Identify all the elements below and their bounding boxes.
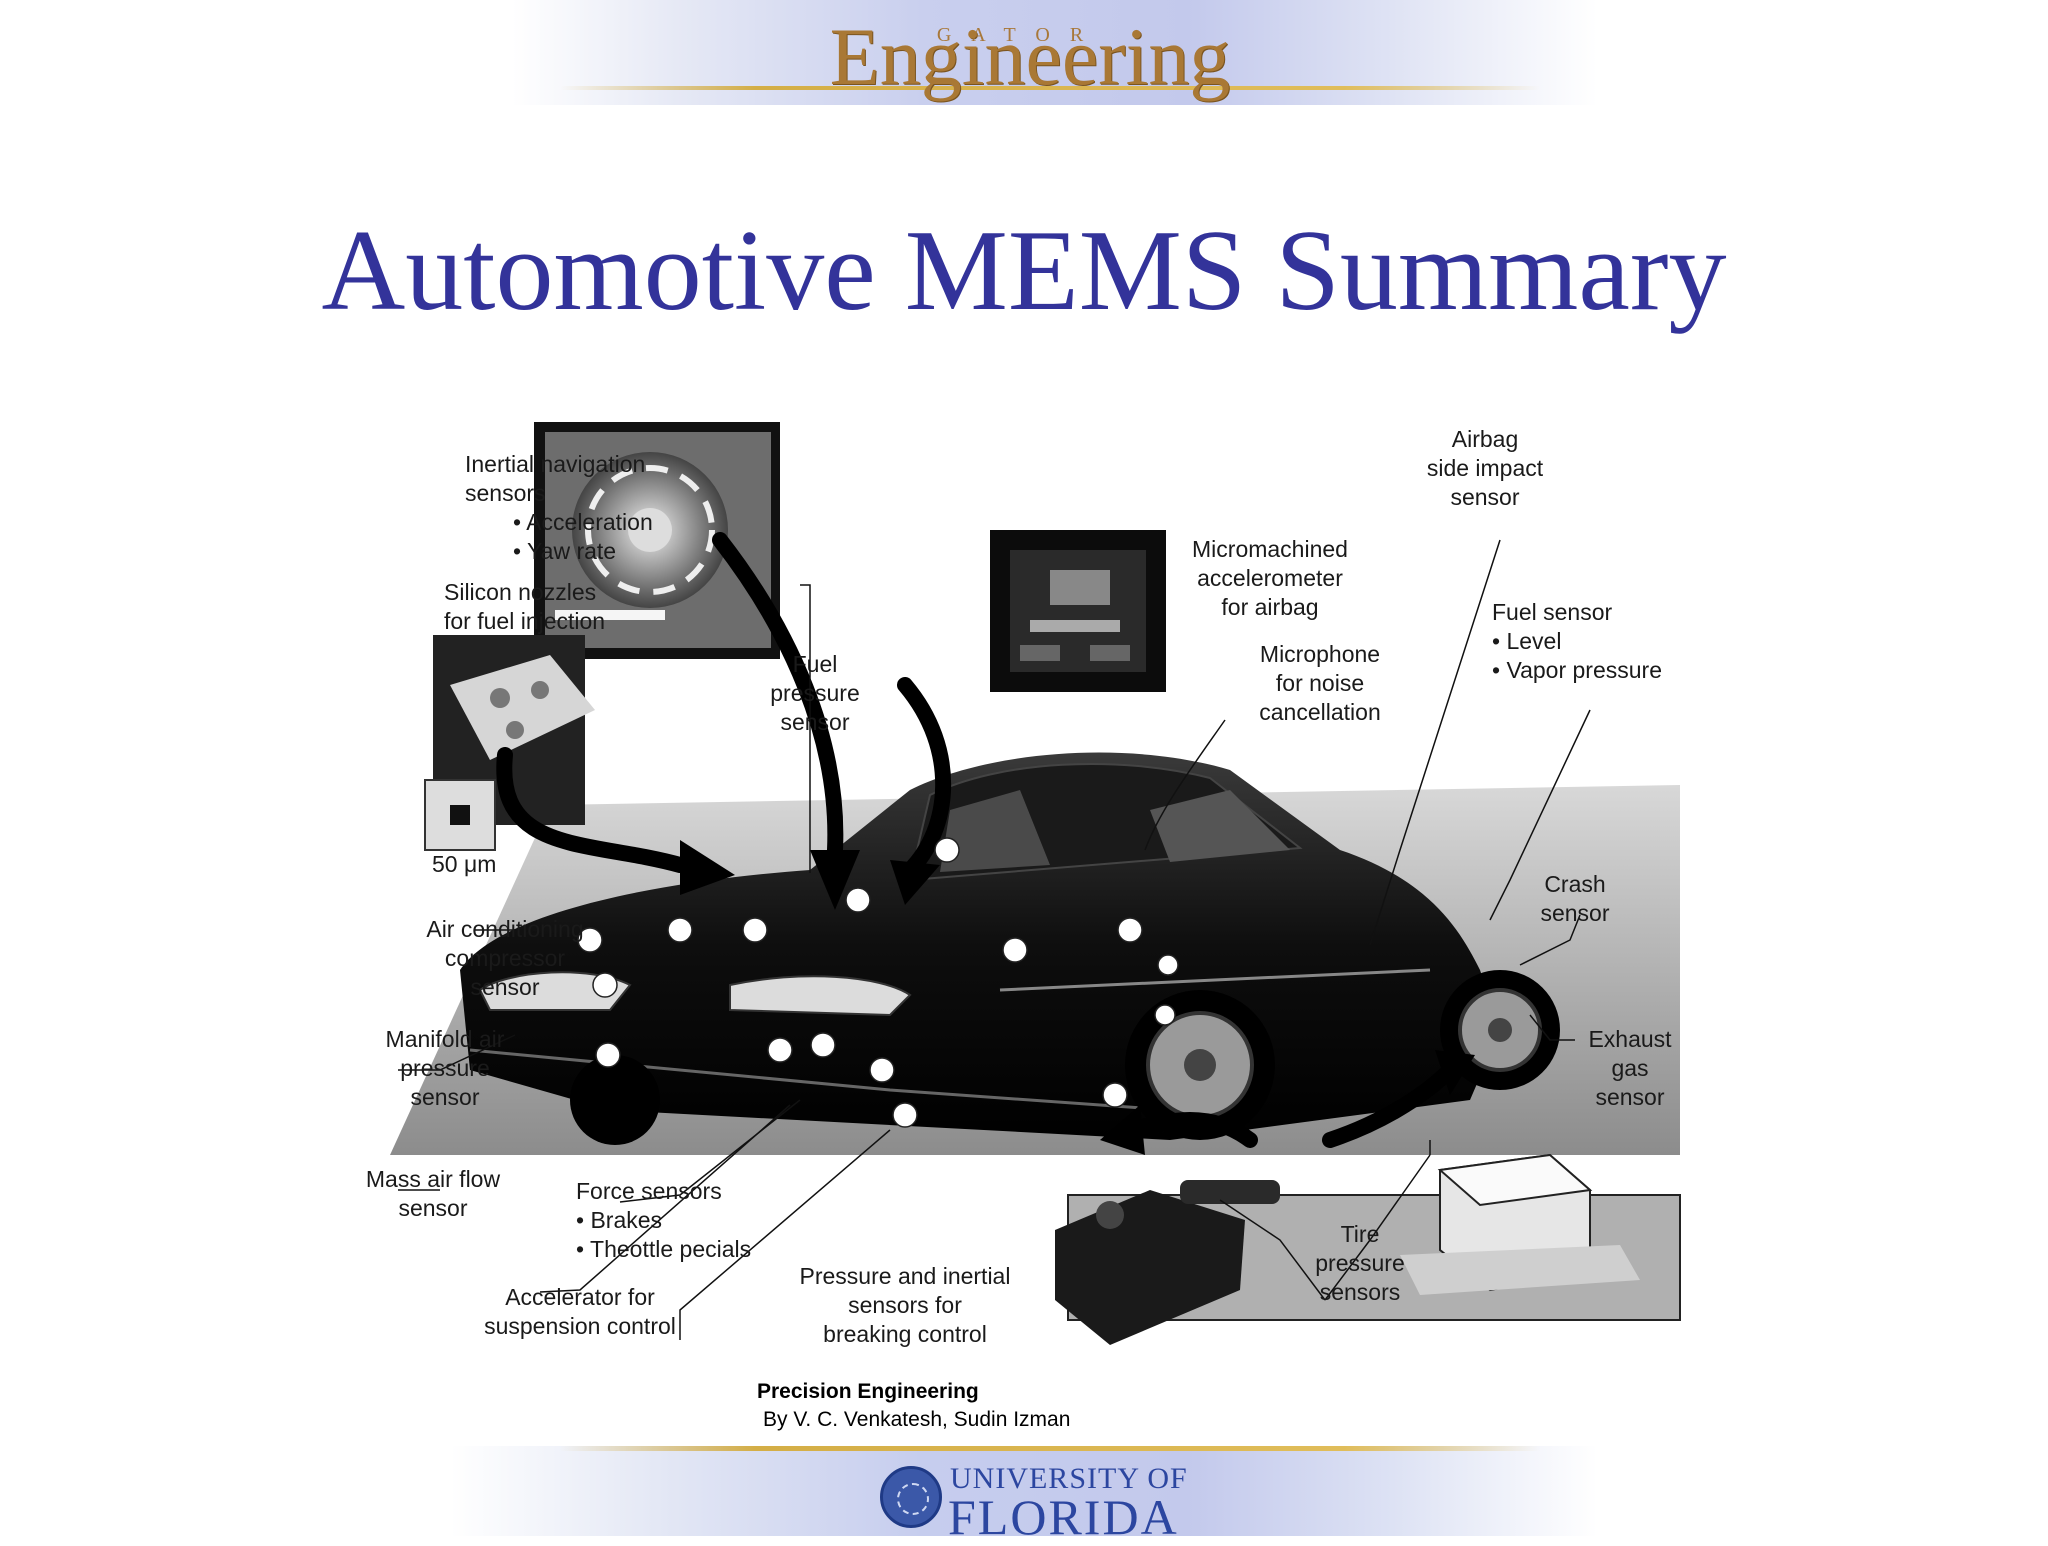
label-micromachined-accelerometer: Micromachined accelerometer for airbag: [1192, 536, 1348, 620]
label-accelerator-suspension: Accelerator for suspension control: [484, 1284, 676, 1339]
car-body: [460, 752, 1560, 1145]
sensor-dots: [577, 837, 1179, 1128]
source-credit: Precision Engineering By V. C. Venkatesh…: [757, 1378, 1070, 1434]
slide-title: Automotive MEMS Summary: [321, 207, 1727, 335]
gator-logo-text: GATOR: [936, 24, 1104, 46]
label-fuel-sensor: Fuel sensor Level Vapor pressure: [1492, 598, 1662, 685]
label-inertial-navigation: Inertial navigation sensors Acceleration…: [465, 450, 653, 566]
car-sensor-illustration: [390, 422, 1681, 1345]
label-air-conditioning: Air conditioning compressor sensor: [426, 916, 584, 1000]
silicon-nozzle-micrograph: [424, 635, 595, 851]
uf-seal-icon: [880, 1466, 942, 1528]
pointer-arrows: [496, 532, 1458, 1148]
label-force-sensors: Force sensors Brakes Theottle pecials: [576, 1177, 751, 1264]
label-tire-pressure: Tire pressure sensors: [1315, 1221, 1405, 1305]
gator-engineering-logo: Engineering: [829, 11, 1231, 102]
uf-logo-university: UNIVERSITY OF: [950, 1462, 1188, 1495]
label-fuel-pressure-sensor: Fuel pressure sensor: [770, 651, 860, 735]
label-airbag-side-impact: Airbag side impact sensor: [1426, 426, 1544, 510]
leader-lines: [398, 539, 1591, 1340]
label-silicon-nozzles: Silicon nozzles for fuel injection: [444, 579, 606, 634]
label-scale-bar: 50 μm: [432, 851, 497, 877]
book-title: Precision Engineering: [757, 1380, 979, 1403]
label-exhaust-gas-sensor: Exhaust gas sensor: [1588, 1026, 1672, 1110]
label-microphone: Microphone for noise cancellation: [1259, 641, 1381, 725]
accelerometer-circuit-micrograph: [990, 530, 1166, 692]
book-authors: By V. C. Venkatesh, Sudin Izman: [763, 1408, 1071, 1431]
arrowheads: [680, 840, 1475, 1155]
tire-pressure-sensor-inset: [1055, 1153, 1681, 1345]
automotive-mems-figure: Inertial navigation sensors Acceleration…: [350, 410, 1700, 1360]
label-pressure-inertial-braking: Pressure and inertial sensors for breaki…: [799, 1263, 1011, 1347]
footer-gold-line: [560, 1446, 1540, 1451]
footer-band: [0, 1446, 2048, 1536]
uf-logo-florida: FLORIDA: [948, 1489, 1179, 1545]
label-manifold-air-pressure: Manifold air pressure sensor: [385, 1026, 505, 1110]
label-crash-sensor: Crash sensor: [1540, 871, 1610, 926]
header-gold-line: [560, 86, 1540, 90]
label-mass-air-flow: Mass air flow sensor: [365, 1166, 501, 1221]
